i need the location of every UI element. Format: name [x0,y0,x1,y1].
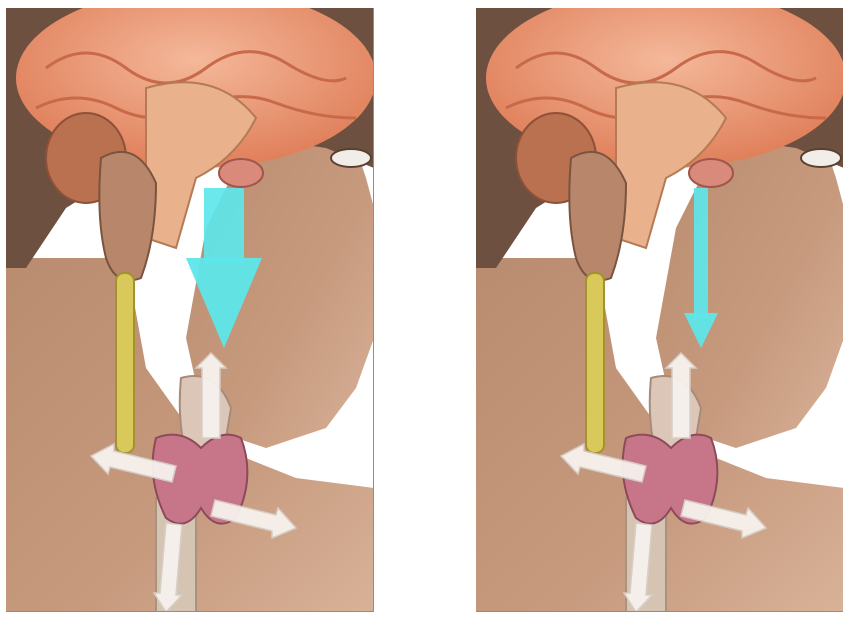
pituitary-gland [219,159,263,187]
spinal-cord [586,273,604,453]
head-neck-illustration [476,8,843,612]
ear [569,152,626,281]
anatomy-panel-right [476,8,843,612]
eye [331,149,371,167]
anatomy-panel-left [6,8,374,612]
ear [99,152,156,281]
spinal-cord [116,273,134,453]
pituitary-gland [689,159,733,187]
eye [801,149,841,167]
head-neck-illustration [6,8,374,612]
